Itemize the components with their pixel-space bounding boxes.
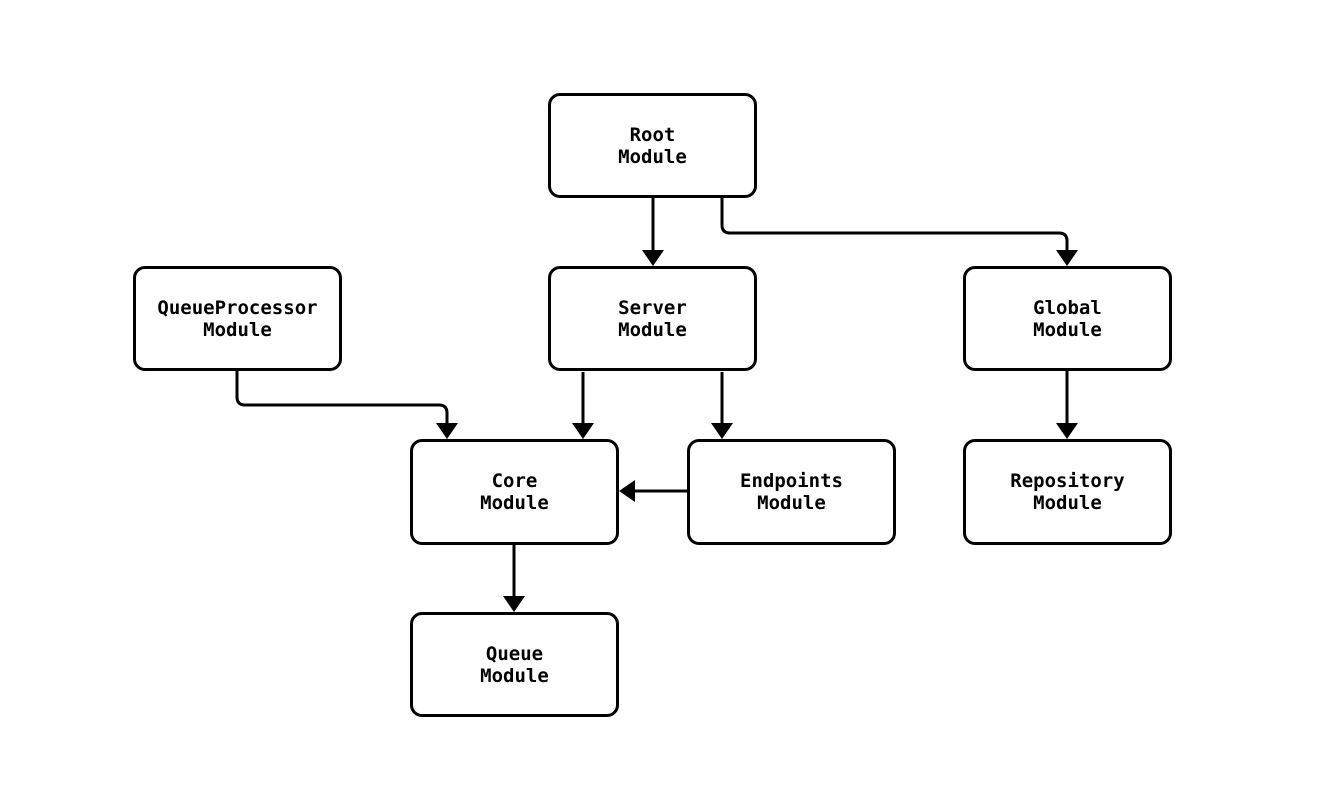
node-queue-module: Queue Module	[410, 612, 619, 717]
edge-root-to-global	[720, 198, 1078, 266]
node-label: Queue	[485, 642, 544, 665]
edge-root-to-server	[642, 198, 664, 266]
node-server-module: Server Module	[548, 266, 757, 371]
node-label: QueueProcessor	[157, 296, 318, 319]
node-global-module: Global Module	[963, 266, 1172, 371]
node-repository-module: Repository Module	[963, 439, 1172, 545]
node-label: Endpoints	[740, 470, 843, 492]
node-label: Core	[491, 470, 538, 492]
node-label: Repository	[1010, 470, 1125, 492]
node-label: Module	[480, 492, 549, 514]
node-root-module: Root Module	[548, 93, 757, 198]
node-core-module: Core Module	[410, 439, 619, 545]
edge-core-to-queue	[503, 545, 525, 612]
edge-server-to-endpoints	[711, 372, 733, 439]
edge-global-to-repository	[1056, 371, 1078, 439]
node-label: Module	[203, 318, 272, 341]
node-label: Module	[757, 492, 826, 514]
node-label: Root	[629, 123, 676, 146]
edge-queueprocessor-to-core	[235, 371, 458, 439]
edge-endpoints-to-core	[619, 480, 687, 502]
node-endpoints-module: Endpoints Module	[687, 439, 896, 545]
node-label: Module	[1033, 318, 1102, 341]
node-label: Module	[1033, 492, 1102, 514]
node-label: Module	[618, 318, 687, 341]
node-label: Global	[1033, 296, 1102, 319]
edge-server-to-core	[572, 372, 594, 439]
node-label: Module	[480, 664, 549, 687]
node-label: Module	[618, 145, 687, 168]
node-label: Server	[618, 296, 687, 319]
node-queueprocessor-module: QueueProcessor Module	[133, 266, 342, 371]
